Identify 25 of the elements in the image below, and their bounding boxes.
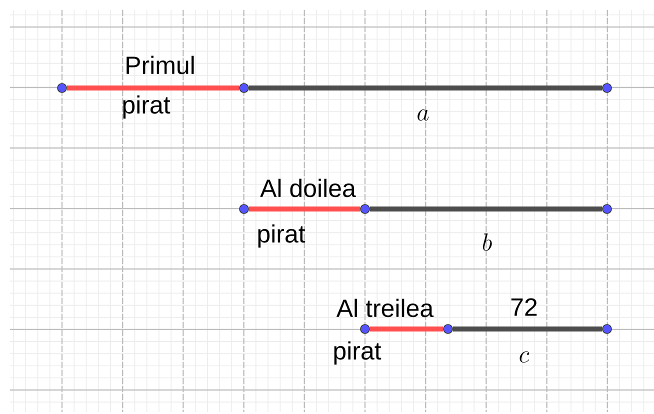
text-label: pirat [258,224,306,248]
segment [66,86,240,90]
text-label: pirat [334,341,382,365]
point [443,324,453,334]
text-label: 72 [511,298,537,316]
segment [248,86,602,90]
point [360,324,370,334]
text-label: Primul [126,56,194,74]
text-label: Al doilea [260,178,356,198]
variable-label: $c$ [520,351,530,363]
point [602,204,612,214]
segment [248,206,360,212]
point [57,83,67,93]
point [602,324,612,334]
point [239,204,249,214]
point [602,83,612,93]
variable-label: $a$ [418,109,429,121]
text-label: Al treilea [336,298,434,318]
segment [452,326,602,332]
text-label: pirat [123,95,170,119]
point [239,83,249,93]
variable-label: $b$ [482,233,492,251]
segment [370,326,444,332]
point [360,204,370,214]
segment [370,206,602,212]
